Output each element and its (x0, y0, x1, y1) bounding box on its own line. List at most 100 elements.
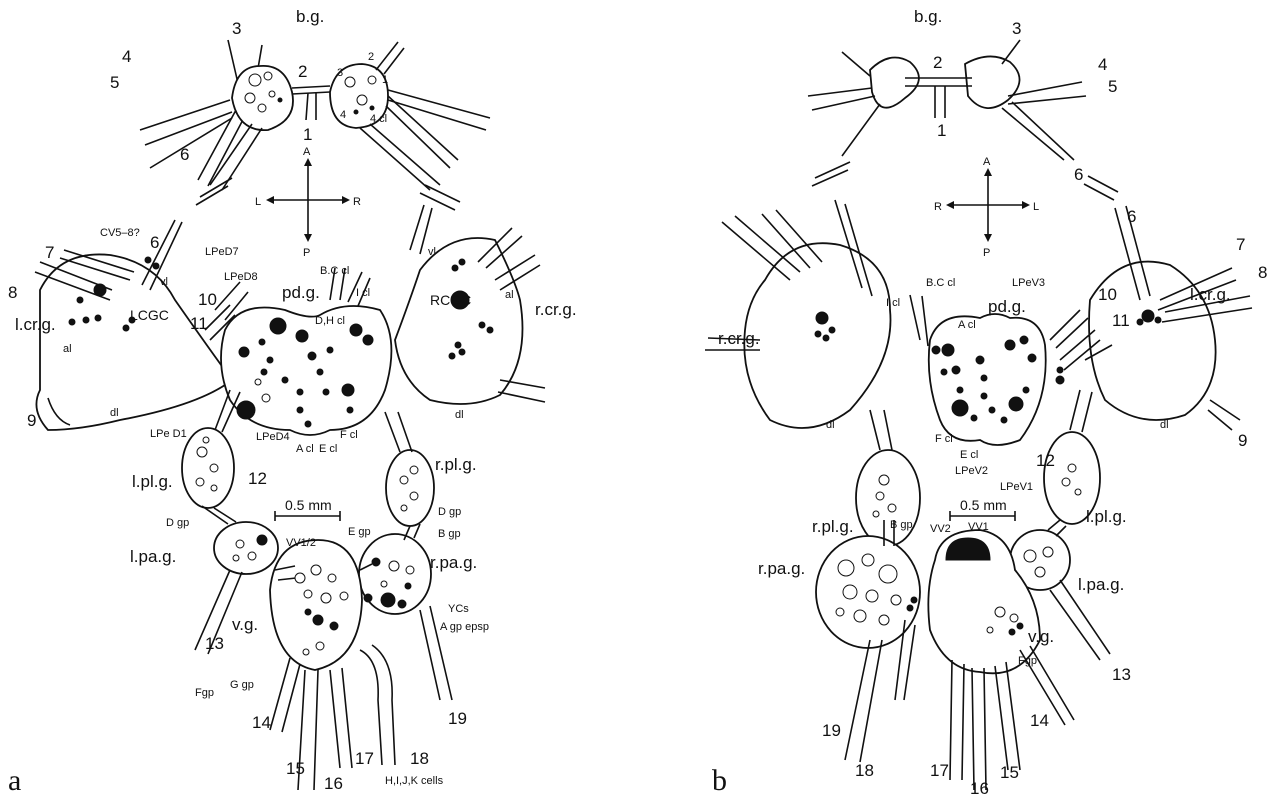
label-vl-right: vl (428, 246, 436, 258)
label-ecl: E cl (960, 449, 978, 461)
anterior-label: A (983, 156, 991, 168)
label-icl: I cl (356, 287, 370, 299)
left-direction-label: L (1033, 201, 1039, 213)
nerve-number-6-buccal: 6 (1074, 165, 1083, 184)
right-direction-label: R (934, 201, 942, 213)
label-ggp: G gp (230, 679, 254, 691)
label-bccl: B.C cl (320, 265, 349, 277)
nerve-number-4: 4 (122, 47, 131, 66)
nerve-number-3: 3 (1012, 19, 1021, 38)
nerve-number-6-buccal: 6 (180, 145, 189, 164)
nerve-number-14: 14 (1030, 711, 1049, 730)
nerve-number-1: 1 (303, 125, 312, 144)
nerve-number-5: 5 (110, 73, 119, 92)
label-ecl: E cl (319, 443, 337, 455)
nerve-number-5: 5 (1108, 77, 1117, 96)
buccal-cell-4: 4 (340, 109, 346, 121)
label-vv1: VV1 (968, 521, 989, 533)
nerve-number-8: 8 (8, 283, 17, 302)
scale-bar-label: 0.5 mm (285, 497, 332, 513)
right-pleural-ganglion-label: r.pl.g. (435, 455, 477, 474)
left-parietal-ganglion-label: l.pa.g. (130, 547, 176, 566)
label-bgp: B gp (890, 519, 913, 531)
buccal-cell-1: 1 (382, 74, 388, 86)
nerve-number-19: 19 (822, 721, 841, 740)
nerve-number-9: 9 (27, 411, 36, 430)
label-bgp: B gp (438, 528, 461, 540)
label-bccl: B.C cl (926, 277, 955, 289)
label-lped8: LPeD8 (224, 271, 258, 283)
nerve-number-12: 12 (248, 469, 267, 488)
label-egp: E gp (348, 526, 371, 538)
label-vl-left: vl (160, 276, 168, 288)
right-parietal-ganglion-label: r.pa.g. (758, 559, 805, 578)
label-agp: A gp epsp (440, 621, 489, 633)
label-dl-right: dl (1160, 419, 1169, 431)
left-parietal-ganglion-a (214, 522, 278, 574)
nerve-number-14: 14 (252, 713, 271, 732)
panel-b: 0.5 mm b.g. A P R L 1 2 3 4 5 6 6 7 8 9 … (705, 7, 1267, 798)
label-fcl: F cl (935, 433, 953, 445)
panel-letter-a: a (8, 764, 21, 797)
nerve-number-18: 18 (855, 761, 874, 780)
right-cerebral-ganglion-label: r.cr.g. (718, 329, 760, 348)
panel-a: 0.5 mm b.g. A P L R 1 2 3 4 5 6 6 7 8 9 … (8, 7, 577, 797)
nerve-number-10: 10 (1098, 285, 1117, 304)
label-cv: CV5–8? (100, 227, 140, 239)
orientation-cross-a (266, 158, 350, 242)
label-lped7: LPeD7 (205, 246, 239, 258)
left-cerebral-ganglion-label: l.cr.g. (1190, 285, 1231, 304)
buccal-cell-3: 3 (337, 67, 343, 79)
left-pleural-ganglion-label: l.pl.g. (132, 472, 173, 491)
label-vv12: VV1/2 (286, 537, 316, 549)
nerve-number-3: 3 (232, 19, 241, 38)
label-dl-left: dl (826, 419, 835, 431)
label-dgp-left: D gp (166, 517, 189, 529)
buccal-ganglion-label: b.g. (296, 7, 324, 26)
scale-bar-a: 0.5 mm (275, 497, 340, 521)
label-acl: A cl (296, 443, 314, 455)
label-hijk: H,I,J,K cells (385, 775, 444, 787)
visceral-ganglion-label: v.g. (1028, 627, 1054, 646)
label-icl: I cl (886, 297, 900, 309)
label-ycs: YCs (448, 603, 469, 615)
visceral-ganglion-label: v.g. (232, 615, 258, 634)
label-dl-right: dl (455, 409, 464, 421)
nerve-number-16: 16 (970, 779, 989, 798)
buccal-cell-2: 2 (368, 51, 374, 63)
label-lpev3: LPeV3 (1012, 277, 1045, 289)
label-lpev1: LPeV1 (1000, 481, 1033, 493)
nerve-number-7: 7 (45, 243, 54, 262)
label-lcgc: LCGC (130, 307, 169, 323)
scale-bar-b: 0.5 mm (950, 497, 1015, 521)
left-direction-label: L (255, 196, 261, 208)
label-acl: A cl (958, 319, 976, 331)
anterior-label: A (303, 146, 311, 158)
left-pleural-ganglion-label: l.pl.g. (1086, 507, 1127, 526)
nerve-number-15: 15 (1000, 763, 1019, 782)
pedal-ganglion-label: pd.g. (282, 283, 320, 302)
panel-letter-b: b (712, 764, 727, 797)
pedal-ganglia-b (929, 314, 1046, 445)
nerve-number-13: 13 (1112, 665, 1131, 684)
nerve-number-11: 11 (190, 314, 208, 333)
label-lped4: LPeD4 (256, 431, 290, 443)
posterior-label: P (303, 247, 310, 259)
label-dhcl: D,H cl (315, 315, 345, 327)
buccal-ganglion-label: b.g. (914, 7, 942, 26)
nerve-number-18: 18 (410, 749, 429, 768)
nerve-number-19: 19 (448, 709, 467, 728)
nerve-number-6: 6 (150, 233, 159, 252)
buccal-cell-4cl: 4 cl (370, 113, 387, 125)
left-parietal-ganglion-label: l.pa.g. (1078, 575, 1124, 594)
posterior-label: P (983, 247, 990, 259)
nerve-number-2: 2 (933, 53, 942, 72)
right-pleural-ganglion-b (856, 450, 920, 546)
nerve-number-1: 1 (937, 121, 946, 140)
nerve-number-17: 17 (930, 761, 949, 780)
label-lpev2: LPeV2 (955, 465, 988, 477)
nerve-number-6: 6 (1127, 207, 1136, 226)
left-cerebral-ganglion-label: l.cr.g. (15, 315, 56, 334)
nerve-number-10: 10 (198, 290, 217, 309)
